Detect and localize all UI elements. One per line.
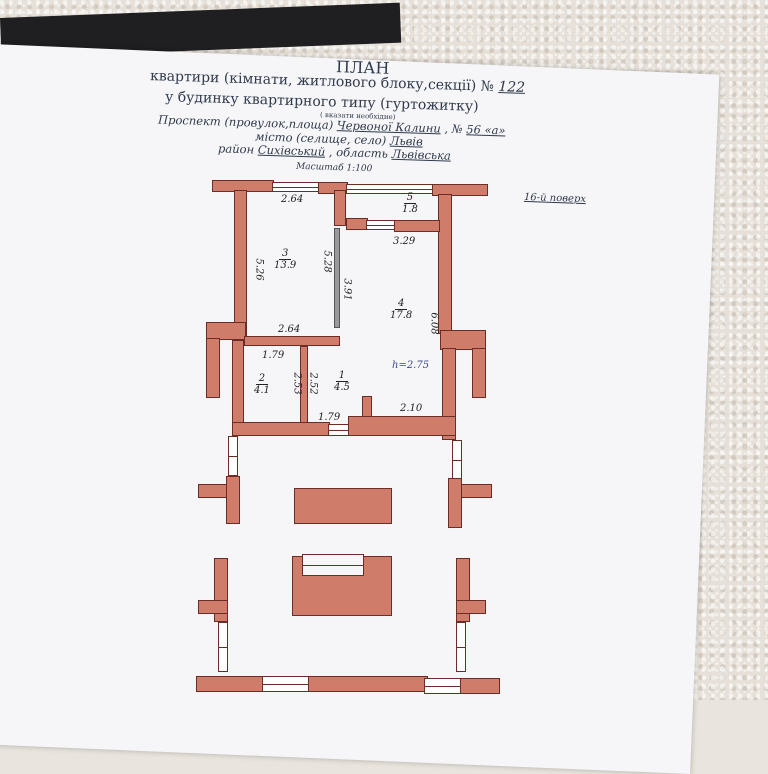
bottom-wall xyxy=(196,676,266,692)
wall-bottom xyxy=(232,422,330,436)
lower-wall xyxy=(226,476,240,524)
window-top-1 xyxy=(272,182,320,192)
room-2-label: 2 4.1 xyxy=(254,373,270,396)
dim-label: 1.79 xyxy=(318,412,341,423)
ceiling-height: h=2.75 xyxy=(392,360,430,371)
dim-label: 2.10 xyxy=(400,403,423,414)
wall-left xyxy=(206,322,246,340)
dim-label: 2.64 xyxy=(278,324,301,335)
corridor-wall-right xyxy=(452,440,462,480)
wall-balcony xyxy=(394,220,440,232)
scale-label: Масштаб 1:100 xyxy=(295,161,373,175)
house-label: , № xyxy=(444,121,463,137)
lower-block xyxy=(294,488,392,524)
balcony-door xyxy=(366,220,396,230)
wall-bottom xyxy=(348,416,456,436)
wall-balcony xyxy=(346,218,368,230)
room-1-number: 1 xyxy=(335,370,349,382)
lower-wall xyxy=(456,600,486,614)
wall-right xyxy=(440,330,486,350)
dim-label: 3.91 xyxy=(341,278,353,301)
lower-wall xyxy=(198,600,228,614)
room-4-number: 4 xyxy=(394,298,408,310)
lower-wall xyxy=(448,478,462,528)
region-prefix: , область xyxy=(328,144,389,161)
dim-label: 2.52 xyxy=(307,372,319,395)
room-5-number: 5 xyxy=(403,192,417,204)
room-1-label: 1 4.5 xyxy=(334,370,350,393)
room-4-label: 4 17.8 xyxy=(390,298,412,321)
district-prefix: район xyxy=(217,141,255,157)
dim-label: 5.26 xyxy=(253,258,265,281)
dim-label: 1.79 xyxy=(262,350,285,361)
bottom-wall xyxy=(460,678,500,694)
window-top-2 xyxy=(346,184,434,194)
entry-door xyxy=(328,424,350,436)
wall-right xyxy=(472,348,486,398)
sheet-content: ПЛАН квартири (кімнати, житлового блоку,… xyxy=(150,57,587,694)
street-type: Проспект (провулок,площа) xyxy=(157,112,334,133)
wall-balcony xyxy=(334,190,346,226)
wall-left xyxy=(206,338,220,398)
corridor-wall-left xyxy=(228,436,238,476)
house-number: 56 «а» xyxy=(466,122,506,138)
dim-label: 2.53 xyxy=(291,372,303,395)
room-2-number: 2 xyxy=(255,373,269,385)
lower-window xyxy=(456,622,466,672)
wall-interior xyxy=(334,228,340,328)
dim-label: 5.28 xyxy=(321,250,333,273)
wall-interior xyxy=(244,336,340,346)
floor-label: 16-й поверх xyxy=(523,191,587,206)
room-3-number: 3 xyxy=(278,248,292,260)
bottom-wall xyxy=(308,676,428,692)
dim-label: 6.08 xyxy=(428,312,440,335)
bottom-window xyxy=(262,676,310,692)
region-name: Львівська xyxy=(391,146,452,163)
room-5-label: 5 1.8 xyxy=(402,192,418,215)
room-1-area: 4.5 xyxy=(334,382,350,393)
district-name: Сихівський xyxy=(257,142,326,159)
lower-window xyxy=(218,622,228,672)
dim-label: 2.64 xyxy=(281,194,304,205)
lower-block-notch xyxy=(302,554,364,576)
wall-right xyxy=(438,194,452,334)
room-3-label: 3 13.9 xyxy=(274,248,296,271)
wall-left xyxy=(234,190,247,340)
room-5-area: 1.8 xyxy=(402,204,418,215)
wall-top xyxy=(432,184,488,196)
dim-label: 3.29 xyxy=(393,236,416,247)
room-2-area: 4.1 xyxy=(254,385,270,396)
room-3-area: 13.9 xyxy=(274,260,297,271)
bottom-window xyxy=(424,678,464,694)
room-4-area: 17.8 xyxy=(390,310,413,321)
apartment-number: 122 xyxy=(498,79,526,96)
